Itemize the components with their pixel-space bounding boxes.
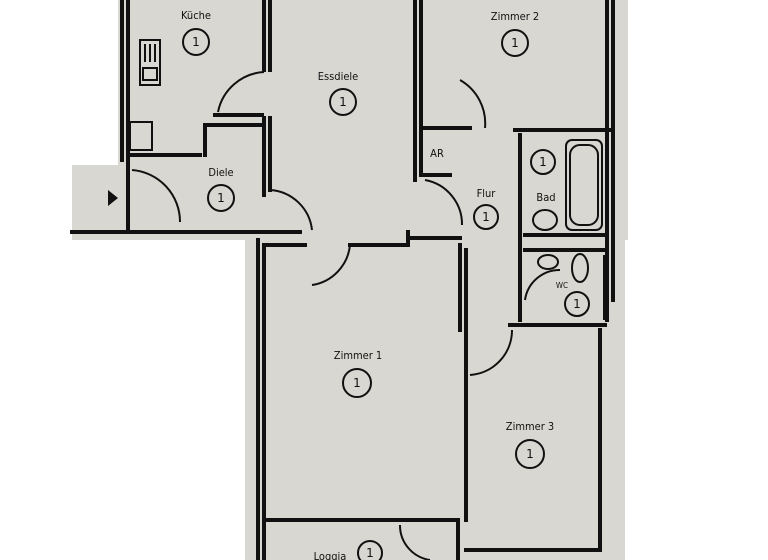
room-label: WC [556,281,568,290]
room-flur: Flur 1 [473,187,499,230]
room-kueche: Küche 1 [181,9,211,56]
room-label: Küche [181,9,211,22]
room-bad: 1 Bad [530,149,556,204]
room-diele: Diele 1 [207,166,235,212]
room-label: Zimmer 3 [506,420,554,433]
cabinet-icon [129,121,153,151]
room-ar: AR [430,147,444,160]
room-zimmer2: Zimmer 2 1 [491,10,539,57]
room-marker: 1 [539,155,547,169]
room-marker: 1 [339,95,347,109]
room-marker: 1 [526,447,534,461]
room-marker: 1 [573,297,581,311]
room-zimmer3: Zimmer 3 1 [506,420,554,469]
floor-area [72,0,628,560]
bathtub-icon [565,139,603,231]
room-label: Diele [208,166,233,179]
fixtures [108,39,609,320]
room-label: Flur [477,187,497,200]
door-swings [131,71,561,560]
room-marker: 1 [482,210,490,224]
room-loggia: Loggia 1 [314,540,383,560]
room-marker: 1 [511,36,519,50]
sink-icon [532,209,558,231]
entry-arrow-icon [108,190,118,206]
wc-sink-icon [537,254,559,270]
room-label: Loggia [314,550,347,560]
room-marker: 1 [217,191,225,205]
toilet-icon [571,253,589,283]
room-label: Zimmer 2 [491,10,539,23]
room-label: Essdiele [318,70,359,83]
room-wc: WC 1 [556,281,590,317]
room-essdiele: Essdiele 1 [318,70,359,116]
room-marker: 1 [353,376,361,390]
room-marker: 1 [192,35,200,49]
room-label: Zimmer 1 [334,349,382,362]
room-label: Bad [536,191,555,204]
room-zimmer1: Zimmer 1 1 [334,349,382,398]
room-marker: 1 [366,546,374,560]
room-label: AR [430,147,444,160]
stove-icon [139,39,161,86]
